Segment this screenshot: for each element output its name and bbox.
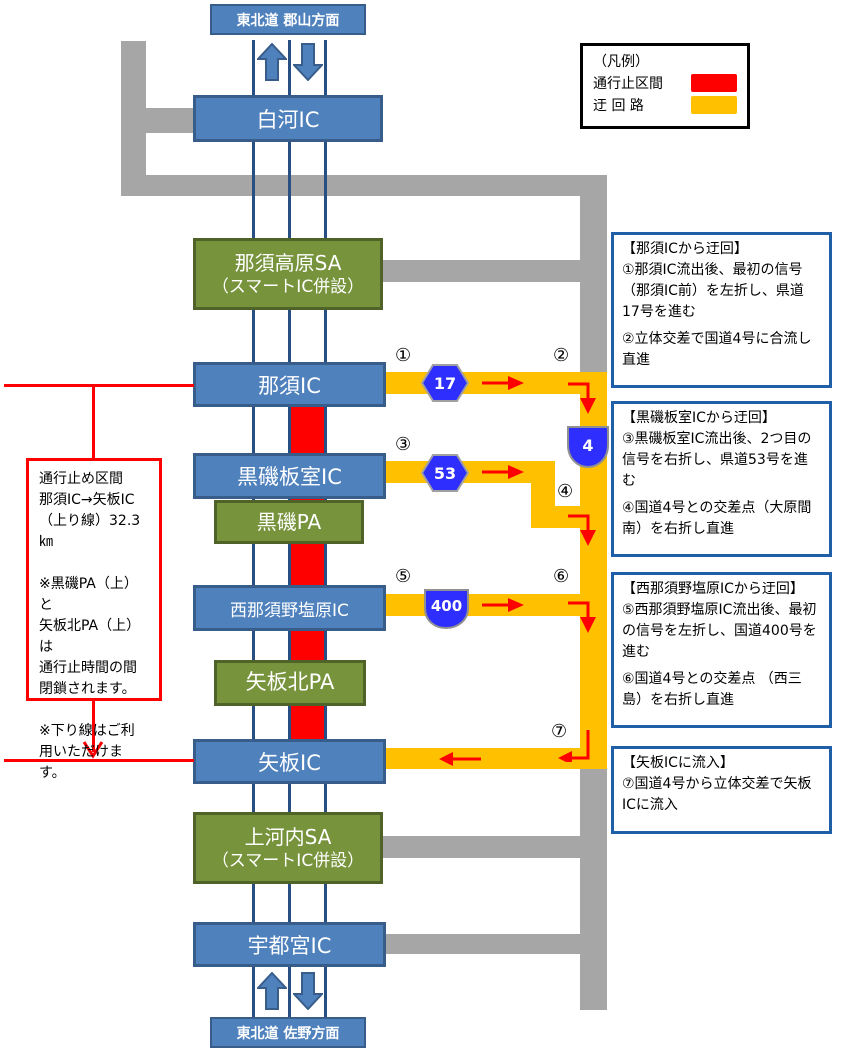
detour-arrow-icon-1 (482, 376, 524, 390)
up-arrow-icon-north (257, 43, 287, 81)
direction-label-north: 東北道 郡山方面 (210, 4, 366, 35)
info-box-title: 【西那須野塩原ICから迂回】 (622, 581, 804, 597)
step-marker-4: ④ (557, 481, 574, 502)
legend-swatch-closure (691, 74, 737, 92)
road-utsunomiya-connector (383, 934, 583, 954)
step-marker-2: ② (553, 345, 570, 366)
legend-title: （凡例） (593, 54, 649, 70)
step-marker-7: ⑦ (551, 721, 568, 742)
legend-label-closure: 通行止区間 (593, 76, 663, 92)
route-4-badge: 4 (566, 425, 610, 469)
detour-to-yaita (383, 748, 607, 769)
ic-nishinasunoshiobara: 西那須野塩原IC (193, 585, 386, 631)
route-17-label: 17 (433, 373, 457, 393)
route-53-badge: 53 (421, 454, 469, 492)
closure-note-line: 通行止め区間 (39, 471, 123, 487)
closure-note-line: （上り線）32.3㎞ (39, 513, 141, 550)
hexagon-route-icon (421, 454, 469, 492)
legend-swatch-detour (691, 96, 737, 114)
closure-line-connector-bottom (92, 700, 95, 752)
step-marker-1: ① (395, 345, 412, 366)
step-marker-5: ⑤ (395, 566, 412, 587)
pa-yaitakita: 矢板北PA (214, 660, 366, 706)
ic-nasu: 那須IC (193, 362, 386, 407)
legend-item-detour: 迂 回 路 (593, 94, 737, 116)
route-400-badge: 400 (423, 588, 470, 630)
closure-arrow-icon (82, 741, 104, 759)
detour-arrow-icon-2 (568, 382, 596, 414)
info-box-kuroisoitamuro: 【黒磯板室ICから迂回】 ③黒磯板室IC流出後、2つ目の信号を右折し、県道53号… (611, 401, 832, 557)
up-arrow-icon-south (257, 972, 287, 1010)
info-box-nishinasunoshiobara: 【西那須野塩原ICから迂回】 ⑤西那須野塩原IC流出後、最初の信号を左折し、国道… (611, 572, 832, 728)
road-nasukogen-connector (383, 260, 583, 282)
hexagon-route-icon (421, 364, 469, 402)
info-box-step: ③黒磯板室IC流出後、2つ目の信号を右折し、県道53号を進む (622, 431, 812, 489)
route-53-label: 53 (433, 463, 457, 483)
closure-southbound-text: ※下り線はご利 用いただけます。 (39, 721, 149, 784)
closure-note-line: 那須IC→矢板IC (39, 492, 135, 508)
down-arrow-icon-north (293, 43, 323, 81)
step-marker-6: ⑥ (553, 566, 570, 587)
shield-route-icon (424, 589, 469, 630)
info-box-step: ①那須IC流出後、最初の信号（那須IC前）を左折し、県道17号を進む (622, 262, 804, 320)
closure-section-text: 通行止め区間 那須IC→矢板IC （上り線）32.3㎞ (39, 469, 149, 553)
info-box-title: 【黒磯板室ICから迂回】 (622, 410, 776, 426)
route-400-label: 400 (430, 597, 463, 615)
ic-kuroisoitamuro: 黒磯板室IC (193, 453, 386, 499)
info-box-step: ⑤西那須野塩原IC流出後、最初の信号を左折し、国道400号を進む (622, 602, 817, 660)
sa-nasukogen: 那須高原SA （スマートIC併設） (193, 238, 383, 310)
ic-yaita: 矢板IC (193, 739, 386, 784)
closure-note-line: 通行止時間の間 (39, 660, 137, 676)
legend: （凡例） 通行止区間 迂 回 路 (580, 43, 750, 129)
sa-kamikawachi-note: （スマートIC併設） (211, 850, 365, 871)
sa-nasukogen-name: 那須高原SA (234, 250, 342, 275)
down-arrow-icon-south (293, 972, 323, 1010)
road-kamikawachi-connector (383, 836, 583, 858)
direction-label-south: 東北道 佐野方面 (210, 1017, 366, 1048)
info-box-step: ④国道4号との交差点（大原間南）を右折し直進 (622, 500, 812, 537)
info-box-step: ⑦国道4号から立体交差で矢板ICに流入 (622, 776, 812, 813)
info-box-step: ⑥国道4号との交差点 （西三島）を右折し直進 (622, 671, 802, 708)
closure-note-line: 用いただけます。 (39, 744, 123, 781)
ic-utsunomiya: 宇都宮IC (193, 922, 386, 967)
shield-route-icon (567, 426, 609, 469)
legend-item-closure: 通行止区間 (593, 72, 737, 94)
closure-note-box: 通行止め区間 那須IC→矢板IC （上り線）32.3㎞ ※黒磯PA（上）と 矢板… (26, 458, 162, 781)
legend-label-detour: 迂 回 路 (593, 98, 644, 114)
sa-kamikawachi: 上河内SA （スマートIC併設） (193, 812, 383, 884)
pa-kuroiso: 黒磯PA (214, 500, 364, 544)
detour-arrow-icon-4 (568, 514, 596, 546)
closure-note-line: ※黒磯PA（上）と (39, 576, 138, 613)
closure-line-connector-top (92, 384, 95, 460)
info-box-nasu: 【那須ICから迂回】 ①那須IC流出後、最初の信号（那須IC前）を左折し、県道1… (611, 232, 832, 388)
road-top-horizontal (121, 175, 607, 196)
closure-note-line: ※下り線はご利 (39, 723, 135, 739)
detour-arrow-icon-5 (482, 598, 524, 612)
closure-line-yaita (4, 759, 194, 762)
route-17-badge: 17 (421, 364, 469, 402)
step-marker-3: ③ (395, 434, 412, 455)
info-box-yaita: 【矢板ICに流入】 ⑦国道4号から立体交差で矢板ICに流入 (611, 746, 832, 834)
closure-note-line: 閉鎖されます。 (39, 681, 136, 697)
info-box-step: ②立体交差で国道4号に合流し直進 (622, 331, 812, 368)
detour-route-53-a (383, 461, 555, 483)
detour-arrow-icon-3 (482, 465, 524, 479)
ic-shirakawa: 白河IC (193, 95, 383, 142)
closure-pa-text: ※黒磯PA（上）と 矢板北PA（上）は 通行止時間の間 閉鎖されます。 (39, 574, 149, 700)
route-4-label: 4 (582, 435, 594, 455)
info-box-title: 【矢板ICに流入】 (622, 755, 734, 771)
sa-kamikawachi-name: 上河内SA (244, 824, 332, 849)
road-shirakawa-connector (121, 108, 196, 133)
info-box-title: 【那須ICから迂回】 (622, 241, 748, 257)
closure-line-nasu (4, 384, 194, 387)
detour-arrow-icon-7 (558, 730, 590, 762)
sa-nasukogen-note: （スマートIC併設） (211, 276, 365, 297)
detour-arrow-icon-8 (439, 752, 481, 766)
detour-arrow-icon-6 (568, 601, 596, 633)
closure-note-line: 矢板北PA（上）は (39, 618, 141, 655)
